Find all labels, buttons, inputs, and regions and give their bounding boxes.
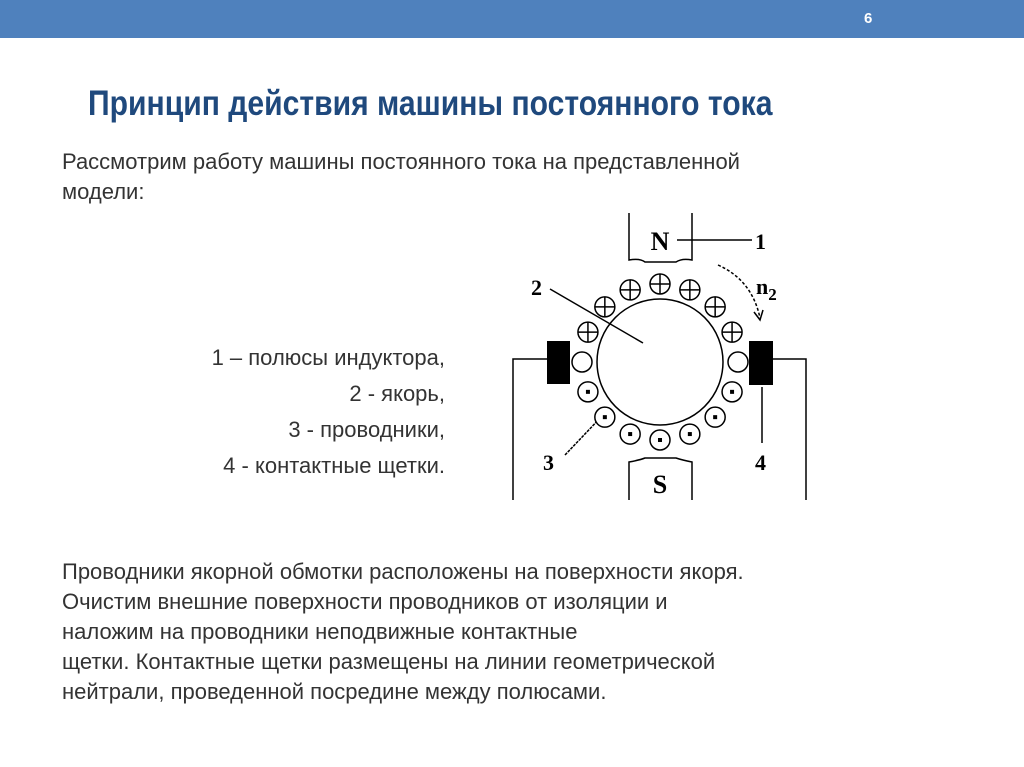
rotation-arrowhead xyxy=(753,309,764,322)
rotation-arrow xyxy=(717,264,761,319)
rotation-subscript: 2 xyxy=(768,285,777,304)
label-3: 3 xyxy=(543,450,554,475)
north-pole xyxy=(628,213,693,263)
rotation-n: n xyxy=(756,274,768,299)
label-4: 4 xyxy=(755,450,766,475)
cross-mark xyxy=(594,296,615,317)
intro-text: Рассмотрим работу машины постоянного ток… xyxy=(62,147,962,207)
left-brush xyxy=(547,341,570,384)
legend-item: 3 - проводники, xyxy=(288,417,445,442)
intro-line: Рассмотрим работу машины постоянного ток… xyxy=(62,149,740,174)
right-wire xyxy=(773,358,807,500)
leader-2 xyxy=(549,288,644,344)
dot-mark xyxy=(658,438,662,442)
legend-item: 2 - якорь, xyxy=(349,381,445,406)
cross-mark xyxy=(722,322,743,343)
dot-mark xyxy=(602,415,607,420)
explanation-line: нейтрали, проведенной посредине между по… xyxy=(62,679,607,704)
diagram-legend: 1 – полюсы индуктора, 2 - якорь, 3 - про… xyxy=(212,340,445,484)
conductor-empty xyxy=(571,351,593,373)
cross-mark xyxy=(577,322,598,343)
header-bar: 6 xyxy=(0,0,1024,38)
label-2: 2 xyxy=(531,275,542,300)
intro-line: модели: xyxy=(62,179,145,204)
cross-mark xyxy=(620,279,641,300)
cross-mark xyxy=(650,274,670,294)
pole-s-label: S xyxy=(653,470,667,499)
right-brush xyxy=(749,341,773,385)
legend-item: 1 – полюсы индуктора, xyxy=(211,345,445,370)
armature xyxy=(596,298,724,426)
pole-n-label: N xyxy=(651,227,670,256)
dot-mark xyxy=(687,432,692,437)
explanation-line: щетки. Контактные щетки размещены на лин… xyxy=(62,649,716,674)
dot-mark xyxy=(730,389,735,394)
left-wire xyxy=(512,358,547,500)
legend-item: 4 - контактные щетки. xyxy=(223,453,445,478)
explanation-text: Проводники якорной обмотки расположены н… xyxy=(62,557,962,707)
cross-mark xyxy=(679,279,700,300)
page-number: 6 xyxy=(864,10,873,27)
explanation-line: Очистим внешние поверхности проводников … xyxy=(62,589,668,614)
cross-mark xyxy=(705,296,726,317)
label-1: 1 xyxy=(755,229,766,254)
dot-mark xyxy=(585,389,590,394)
slide-title: Принцип действия машины постоянного тока xyxy=(88,84,773,123)
explanation-line: Проводники якорной обмотки расположены н… xyxy=(62,559,744,584)
dot-mark xyxy=(628,432,633,437)
rotation-label: n2 xyxy=(756,274,777,304)
south-pole xyxy=(628,457,693,500)
conductor-empty xyxy=(727,351,749,373)
dot-mark xyxy=(713,415,718,420)
conductors xyxy=(571,273,749,451)
explanation-line: наложим на проводники неподвижные контак… xyxy=(62,619,578,644)
